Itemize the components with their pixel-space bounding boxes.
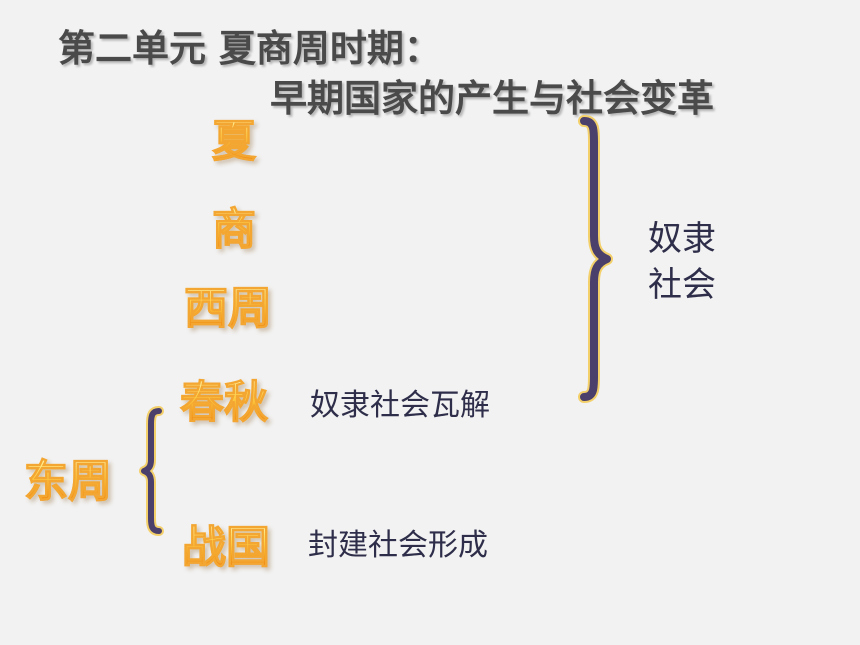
period-zhanguo: 战国: [182, 522, 271, 573]
period-dongzhou: 东周: [24, 456, 113, 507]
period-xia: 夏: [212, 116, 257, 167]
period-chunqiu: 春秋: [180, 377, 269, 428]
right-curly-brace-icon: [578, 115, 613, 403]
description-zhanguo: 封建社会形成: [308, 528, 488, 563]
left-curly-brace-icon: [139, 406, 164, 536]
description-chunqiu: 奴隶社会瓦解: [310, 388, 490, 423]
period-shang: 商: [212, 204, 257, 255]
period-xizhou: 西周: [184, 283, 273, 334]
title-line-2: 早期国家的产生与社会变革: [270, 77, 714, 120]
slave-society-label: 奴隶社会: [648, 219, 716, 305]
title-line-1: 第二单元 夏商周时期：: [58, 27, 441, 70]
